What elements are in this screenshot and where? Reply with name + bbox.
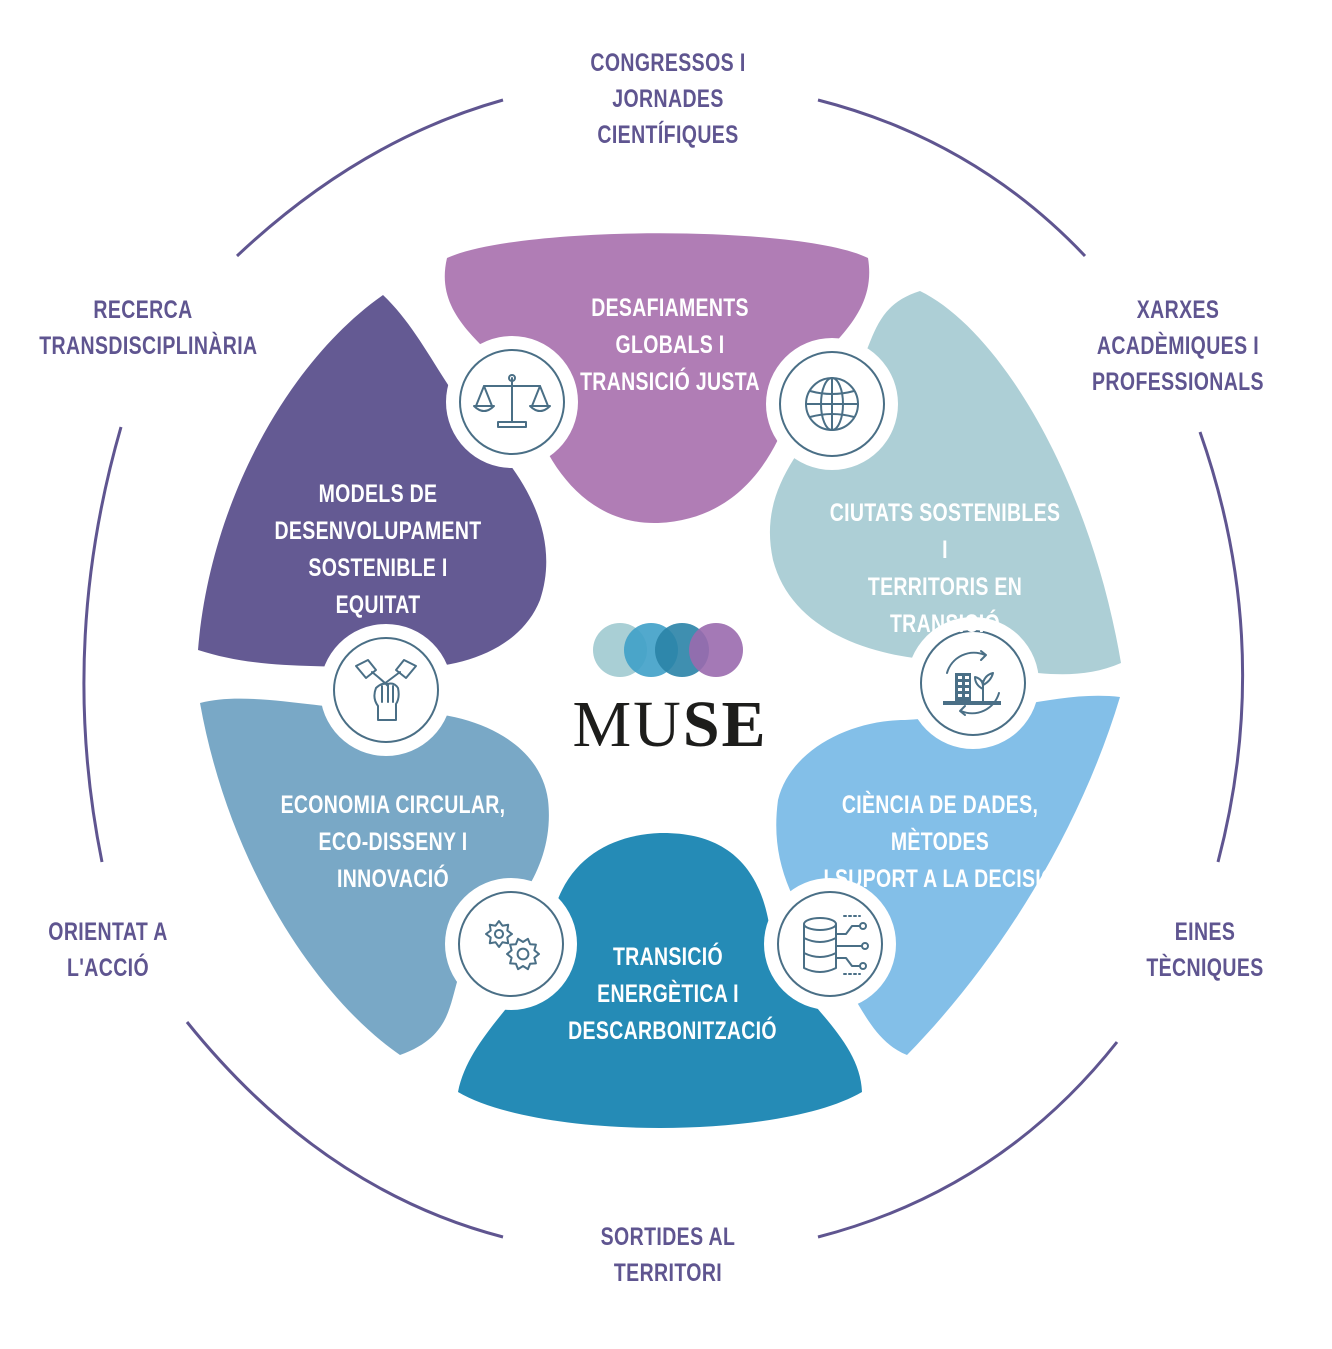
petal-label-circular-economy: ECONOMIA CIRCULAR, ECO-DISSENY I INNOVAC… bbox=[280, 791, 506, 893]
logo-circle-4 bbox=[689, 623, 743, 677]
logo-text-bold: SE bbox=[682, 688, 768, 761]
outer-label-conferences: CONGRESSOS I JORNADES CIENTÍFIQUES bbox=[590, 49, 746, 149]
scales-icon bbox=[446, 336, 578, 468]
globe-icon bbox=[766, 338, 898, 470]
database-icon bbox=[764, 878, 896, 1010]
petal-sustainable-development bbox=[198, 295, 547, 669]
gears-icon bbox=[445, 878, 577, 1010]
petal-label-global-challenges: DESAFIAMENTS GLOBALS I TRANSICIÓ JUSTA bbox=[580, 294, 760, 396]
ring-arc-left bbox=[82, 426, 123, 863]
ring-arc-right bbox=[1198, 431, 1245, 863]
outer-label-academic-networks: XARXES ACADÈMIQUES I PROFESSIONALS bbox=[1092, 296, 1264, 396]
sustainable-city-icon bbox=[907, 617, 1039, 749]
logo-circles bbox=[593, 623, 743, 677]
outer-label-field-trips: SORTIDES AL TERRITORI bbox=[600, 1223, 736, 1287]
petal-label-sustainable-cities: CIUTATS SOSTENIBLES I TERRITORIS EN TRAN… bbox=[829, 499, 1061, 638]
petal-label-sustainable-development: MODELS DE DESENVOLUPAMENT SOSTENIBLE I E… bbox=[274, 480, 482, 619]
outer-label-technical-tools: EINES TÈCNIQUES bbox=[1146, 918, 1264, 982]
ring-arc-top-right bbox=[817, 98, 1087, 258]
ring-arc-bottom-left bbox=[185, 1021, 504, 1239]
petal-label-data-science: CIÈNCIA DE DADES, MÈTODES I SUPORT A LA … bbox=[823, 791, 1057, 893]
outer-label-transdisciplinary-research: RECERCA TRANSDISCIPLINÀRIA bbox=[39, 296, 258, 360]
hands-together-icon bbox=[320, 624, 452, 756]
logo-text-regular: MU bbox=[572, 688, 683, 761]
ring-arc-bottom-right bbox=[817, 1041, 1119, 1239]
outer-ring bbox=[82, 98, 1245, 1239]
petal-label-energy-transition: TRANSICIÓ ENERGÈTICA I DESCARBONITZACIÓ bbox=[568, 943, 777, 1045]
muse-logo-wordmark: MUSE bbox=[520, 690, 820, 760]
icon-badges bbox=[320, 336, 1039, 1010]
ring-arc-top-left bbox=[235, 98, 504, 258]
outer-label-action-oriented: ORIENTAT A L'ACCIÓ bbox=[48, 918, 168, 982]
